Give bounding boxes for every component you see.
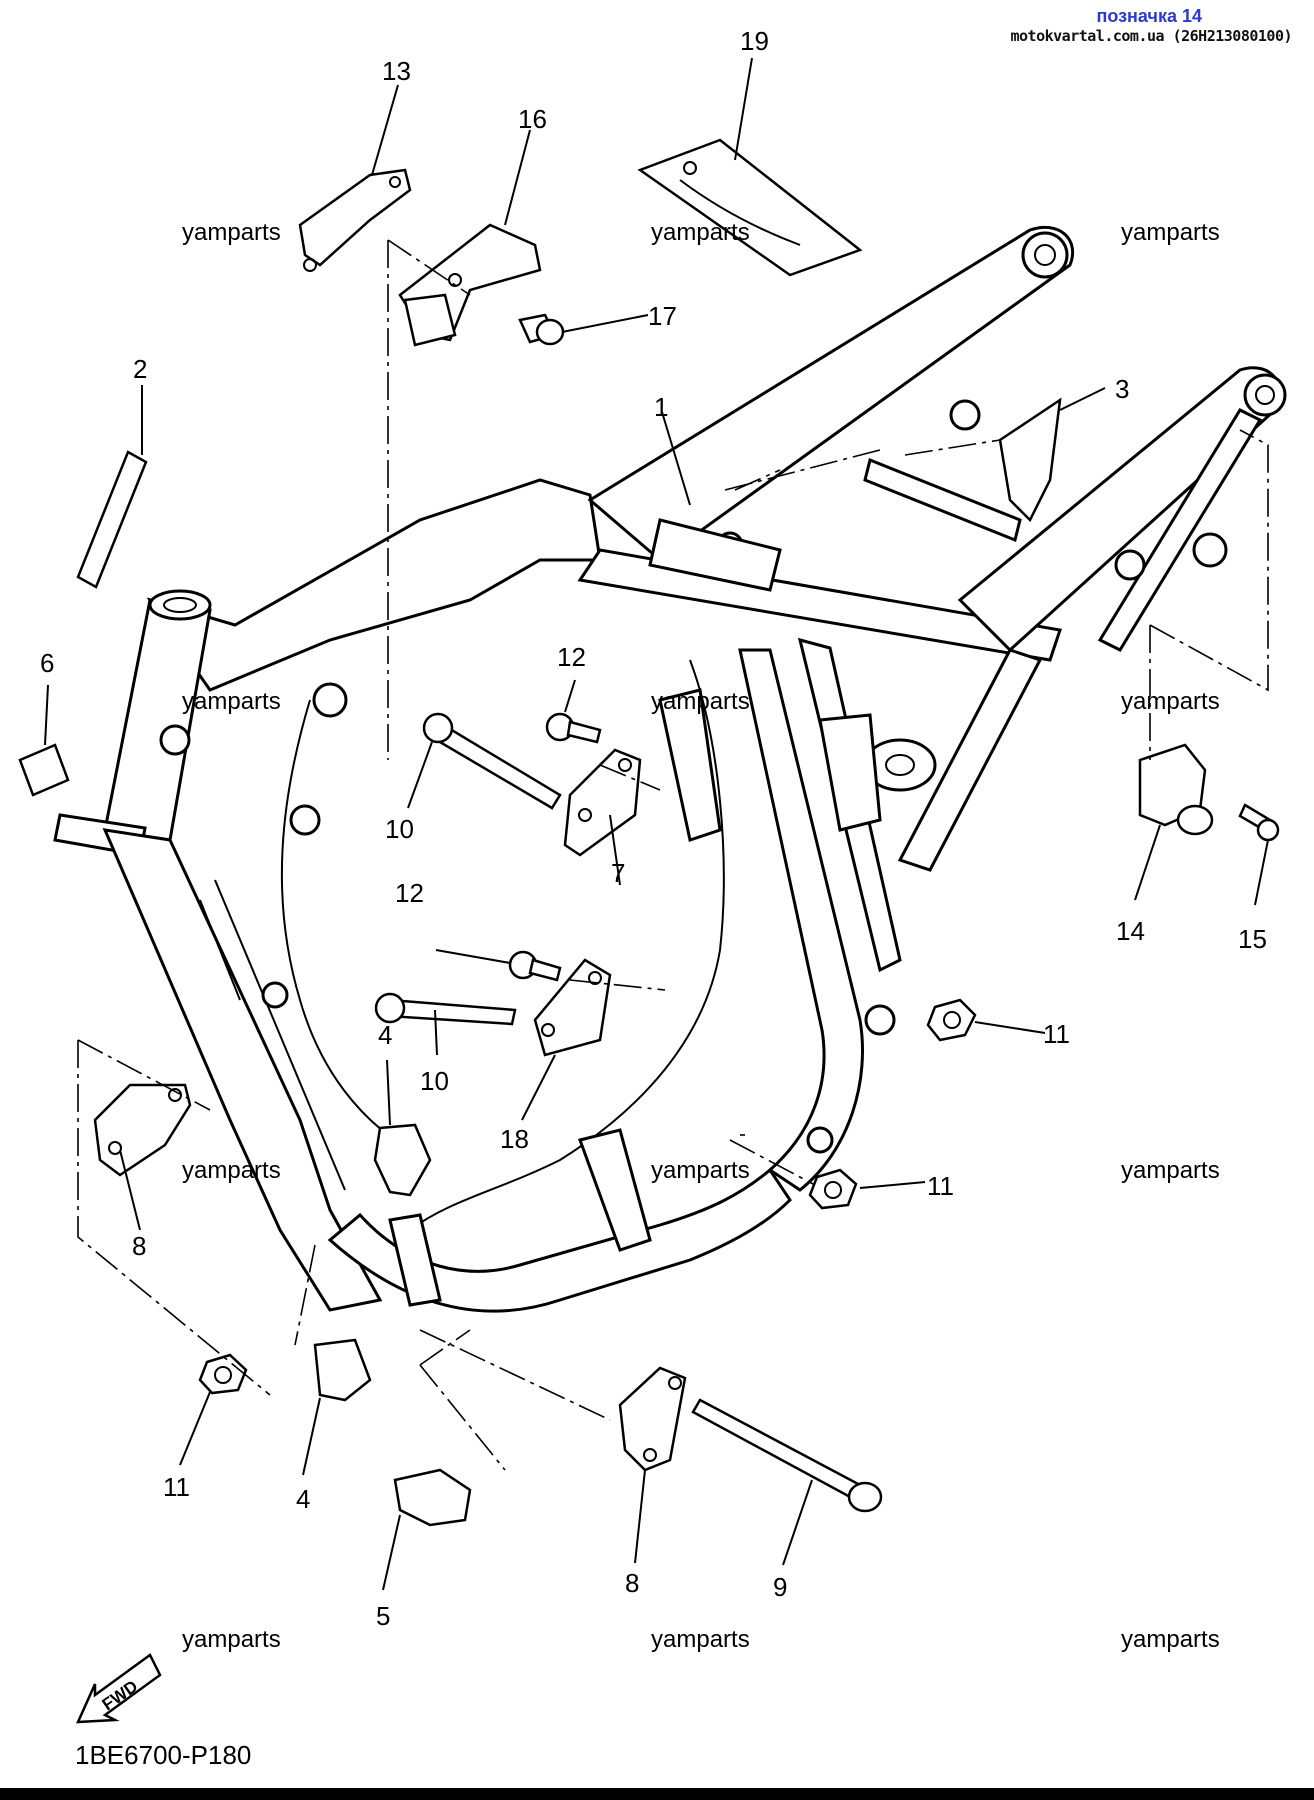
callout-15[interactable]: 15 [1238, 924, 1267, 954]
leader-lines [44, 57, 1269, 1591]
callouts: 19 13 16 17 2 1 3 6 12 10 7 12 10 14 15 … [40, 26, 1267, 1631]
callout-11[interactable]: 11 [927, 1171, 954, 1201]
callout-13[interactable]: 13 [382, 56, 411, 86]
callout-11[interactable]: 11 [163, 1472, 190, 1502]
callout-6[interactable]: 6 [40, 648, 54, 678]
callout-7[interactable]: 7 [611, 858, 625, 888]
callout-14[interactable]: 14 [1116, 916, 1145, 946]
separate-parts [18, 138, 1280, 1724]
watermark: yamparts [1121, 1157, 1220, 1184]
main-frame-drawing [53, 225, 1287, 1313]
watermark: yamparts [1121, 219, 1220, 246]
footer-bar [0, 1788, 1314, 1800]
callout-10[interactable]: 10 [385, 814, 414, 844]
callout-8[interactable]: 8 [132, 1231, 146, 1261]
header: позначка 14 motokvartal.com.ua (26H21308… [1010, 6, 1292, 45]
diagram-code: 1BE6700-P180 [75, 1740, 252, 1770]
watermark: yamparts [651, 219, 750, 246]
callout-16[interactable]: 16 [518, 104, 547, 134]
watermark: yamparts [1121, 688, 1220, 715]
watermark: yamparts [182, 1626, 281, 1653]
page-badge[interactable]: позначка 14 [1096, 6, 1202, 26]
callout-1[interactable]: 1 [654, 392, 668, 422]
watermark: yamparts [182, 1157, 281, 1184]
callout-4[interactable]: 4 [296, 1484, 310, 1514]
callout-5[interactable]: 5 [376, 1601, 390, 1631]
watermark: yamparts [651, 1157, 750, 1184]
assembly-lines [77, 239, 1269, 1471]
callout-18[interactable]: 18 [500, 1124, 529, 1154]
callout-10[interactable]: 10 [420, 1066, 449, 1096]
watermark: yamparts [651, 1626, 750, 1653]
callout-17[interactable]: 17 [648, 301, 677, 331]
callout-2[interactable]: 2 [133, 354, 147, 384]
callout-12[interactable]: 12 [557, 642, 586, 672]
callout-12[interactable]: 12 [395, 878, 424, 908]
watermark: yamparts [651, 688, 750, 715]
watermarks: yamparts yamparts yamparts yamparts yamp… [182, 219, 1220, 1653]
site-reference: motokvartal.com.ua (26H213080100) [1010, 27, 1292, 45]
callout-8[interactable]: 8 [625, 1568, 639, 1598]
callout-11[interactable]: 11 [1043, 1019, 1070, 1049]
callout-3[interactable]: 3 [1115, 374, 1129, 404]
watermark: yamparts [182, 688, 281, 715]
callout-4[interactable]: 4 [378, 1020, 392, 1050]
callout-19[interactable]: 19 [740, 26, 769, 56]
watermark: yamparts [182, 219, 281, 246]
callout-9[interactable]: 9 [773, 1572, 787, 1602]
watermark: yamparts [1121, 1626, 1220, 1653]
